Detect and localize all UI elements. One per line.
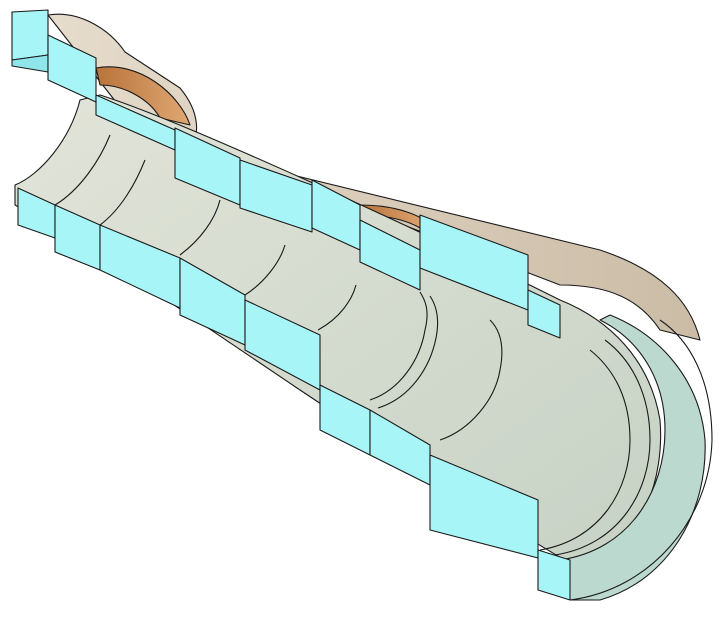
cut-face-bottom-row xyxy=(17,187,571,601)
bore-interior xyxy=(14,94,713,601)
cut-face-top-row xyxy=(11,9,561,339)
